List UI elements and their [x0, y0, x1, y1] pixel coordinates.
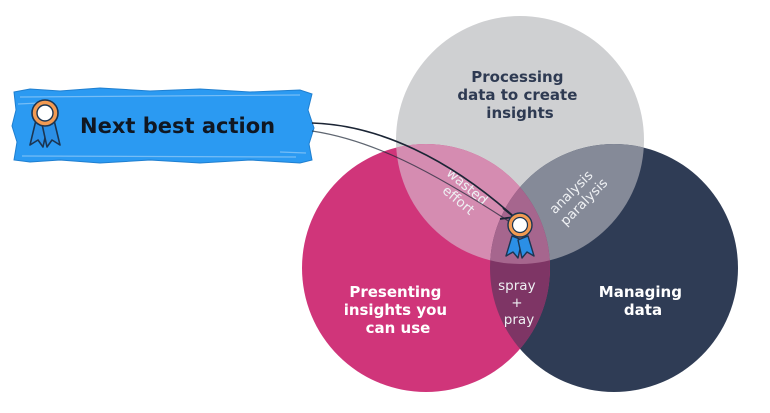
overlap-top-right — [490, 144, 644, 264]
next-best-action-banner: Next best action — [11, 87, 315, 164]
circle-right-label: Managing data — [599, 283, 687, 319]
banner-label: Next best action — [80, 114, 275, 138]
overlap-top-left — [396, 144, 550, 264]
award-ribbon-icon — [29, 99, 61, 148]
circle-top-label: Processing data to create insights — [457, 68, 582, 122]
overlap-left-right-label: spray + pray — [498, 278, 540, 328]
center-award-ribbon-icon — [505, 212, 535, 259]
circle-left-label: Presenting insights you can use — [344, 283, 453, 337]
